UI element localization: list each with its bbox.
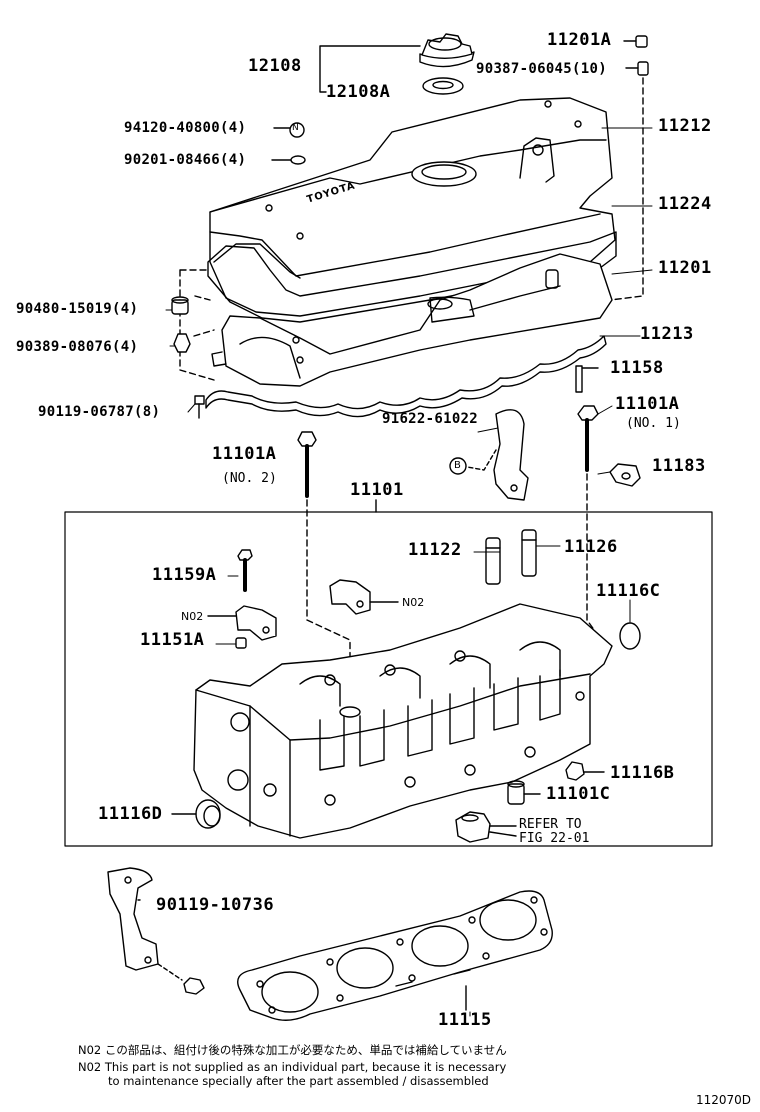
note-japanese: N02 この部品は、組付け後の特殊な加工が必要なため、単品では補給していません <box>78 1043 507 1057</box>
note-english-1: N02 This part is not supplied as an indi… <box>78 1060 507 1074</box>
label-91622: 91622-61022 <box>382 411 479 427</box>
label-11212: 11212 <box>658 116 712 136</box>
cylinder-head-cover <box>209 97 616 317</box>
label-12108: 12108 <box>248 56 302 76</box>
washer-90201 <box>290 155 306 165</box>
n-marker <box>289 122 305 138</box>
bearing-cap-right <box>329 579 371 615</box>
pin-11101c <box>507 780 525 805</box>
n-marker-text: N <box>292 123 299 133</box>
label-90389: 90389-08076(4) <box>16 339 139 355</box>
label-11158: 11158 <box>610 358 664 378</box>
label-11115: 11115 <box>438 1010 492 1030</box>
nut-11201a <box>623 35 648 48</box>
dashed-guide-left <box>179 269 215 381</box>
label-11122: 11122 <box>408 540 462 560</box>
grommet-90480 <box>171 296 189 315</box>
label-11224: 11224 <box>658 194 712 214</box>
lifting-bracket <box>107 867 183 981</box>
dashed-guide-right <box>609 77 644 301</box>
label-90201: 90201-08466(4) <box>124 152 247 168</box>
label-90387: 90387-06045(10) <box>476 61 607 77</box>
label-n02-left: N02 <box>181 610 204 623</box>
label-11159a: 11159A <box>152 565 217 585</box>
cylinder-head-frame <box>64 511 713 847</box>
head-gasket <box>237 890 553 1021</box>
label-11201: 11201 <box>658 258 712 278</box>
b-marker-text: B <box>454 460 461 471</box>
bracket-91622 <box>449 409 529 501</box>
leader-lines <box>165 127 653 1017</box>
label-11151a: 11151A <box>140 630 205 650</box>
oil-filler-cap <box>419 33 475 68</box>
leader-bracket-12108 <box>319 45 421 93</box>
label-11213: 11213 <box>640 324 694 344</box>
head-cover-gasket <box>205 335 607 418</box>
label-11101a-no1: 11101A <box>615 394 680 414</box>
bolt-90119-06787 <box>194 395 205 419</box>
plug-11116c <box>619 622 641 650</box>
camshaft-housing <box>211 253 613 387</box>
label-11116b: 11116B <box>610 763 675 783</box>
plug-11183 <box>609 463 641 487</box>
label-90480: 90480-15019(4) <box>16 301 139 317</box>
label-94120: 94120-40800(4) <box>124 120 247 136</box>
pin-11151a <box>235 637 247 649</box>
label-no1: (NO. 1) <box>626 416 681 431</box>
valve-guide-11122 <box>485 537 501 585</box>
label-fig: FIG 22-01 <box>519 831 590 846</box>
label-12108a: 12108A <box>326 82 391 102</box>
plug-11116b <box>565 761 585 781</box>
filler-cap-gasket <box>422 77 464 95</box>
cover-gasket <box>207 231 617 323</box>
stud-11158 <box>575 365 599 393</box>
seal-washer-90387 <box>625 61 649 76</box>
label-11201a-top: 11201A <box>547 30 612 50</box>
label-refer-to: REFER TO <box>519 817 582 832</box>
label-11116d: 11116D <box>98 804 163 824</box>
bearing-cap-left <box>235 605 277 641</box>
head-bolt-no1 <box>577 405 599 472</box>
label-no2: (NO. 2) <box>222 471 277 486</box>
label-11101c: 11101C <box>546 784 611 804</box>
note-english-2: to maintenance specially after the part … <box>108 1074 489 1088</box>
label-11101: 11101 <box>350 480 404 500</box>
refer-part <box>455 811 491 843</box>
nut-90389 <box>173 333 191 353</box>
head-bolt-no2 <box>297 431 317 498</box>
bolt-11159a <box>237 549 253 592</box>
label-90119-10736: 90119-10736 <box>156 895 275 915</box>
valve-guide-11126 <box>521 529 537 577</box>
label-90119-06787: 90119-06787(8) <box>38 404 161 420</box>
label-11126: 11126 <box>564 537 618 557</box>
figure-id: 112070D <box>696 1093 752 1107</box>
cylinder-head <box>193 603 613 839</box>
label-11116c: 11116C <box>596 581 661 601</box>
plug-11116d <box>195 799 221 829</box>
label-11101a-no2: 11101A <box>212 444 277 464</box>
bolt-90119-10736 <box>183 977 205 995</box>
label-11183: 11183 <box>652 456 706 476</box>
label-n02-right: N02 <box>402 596 425 609</box>
